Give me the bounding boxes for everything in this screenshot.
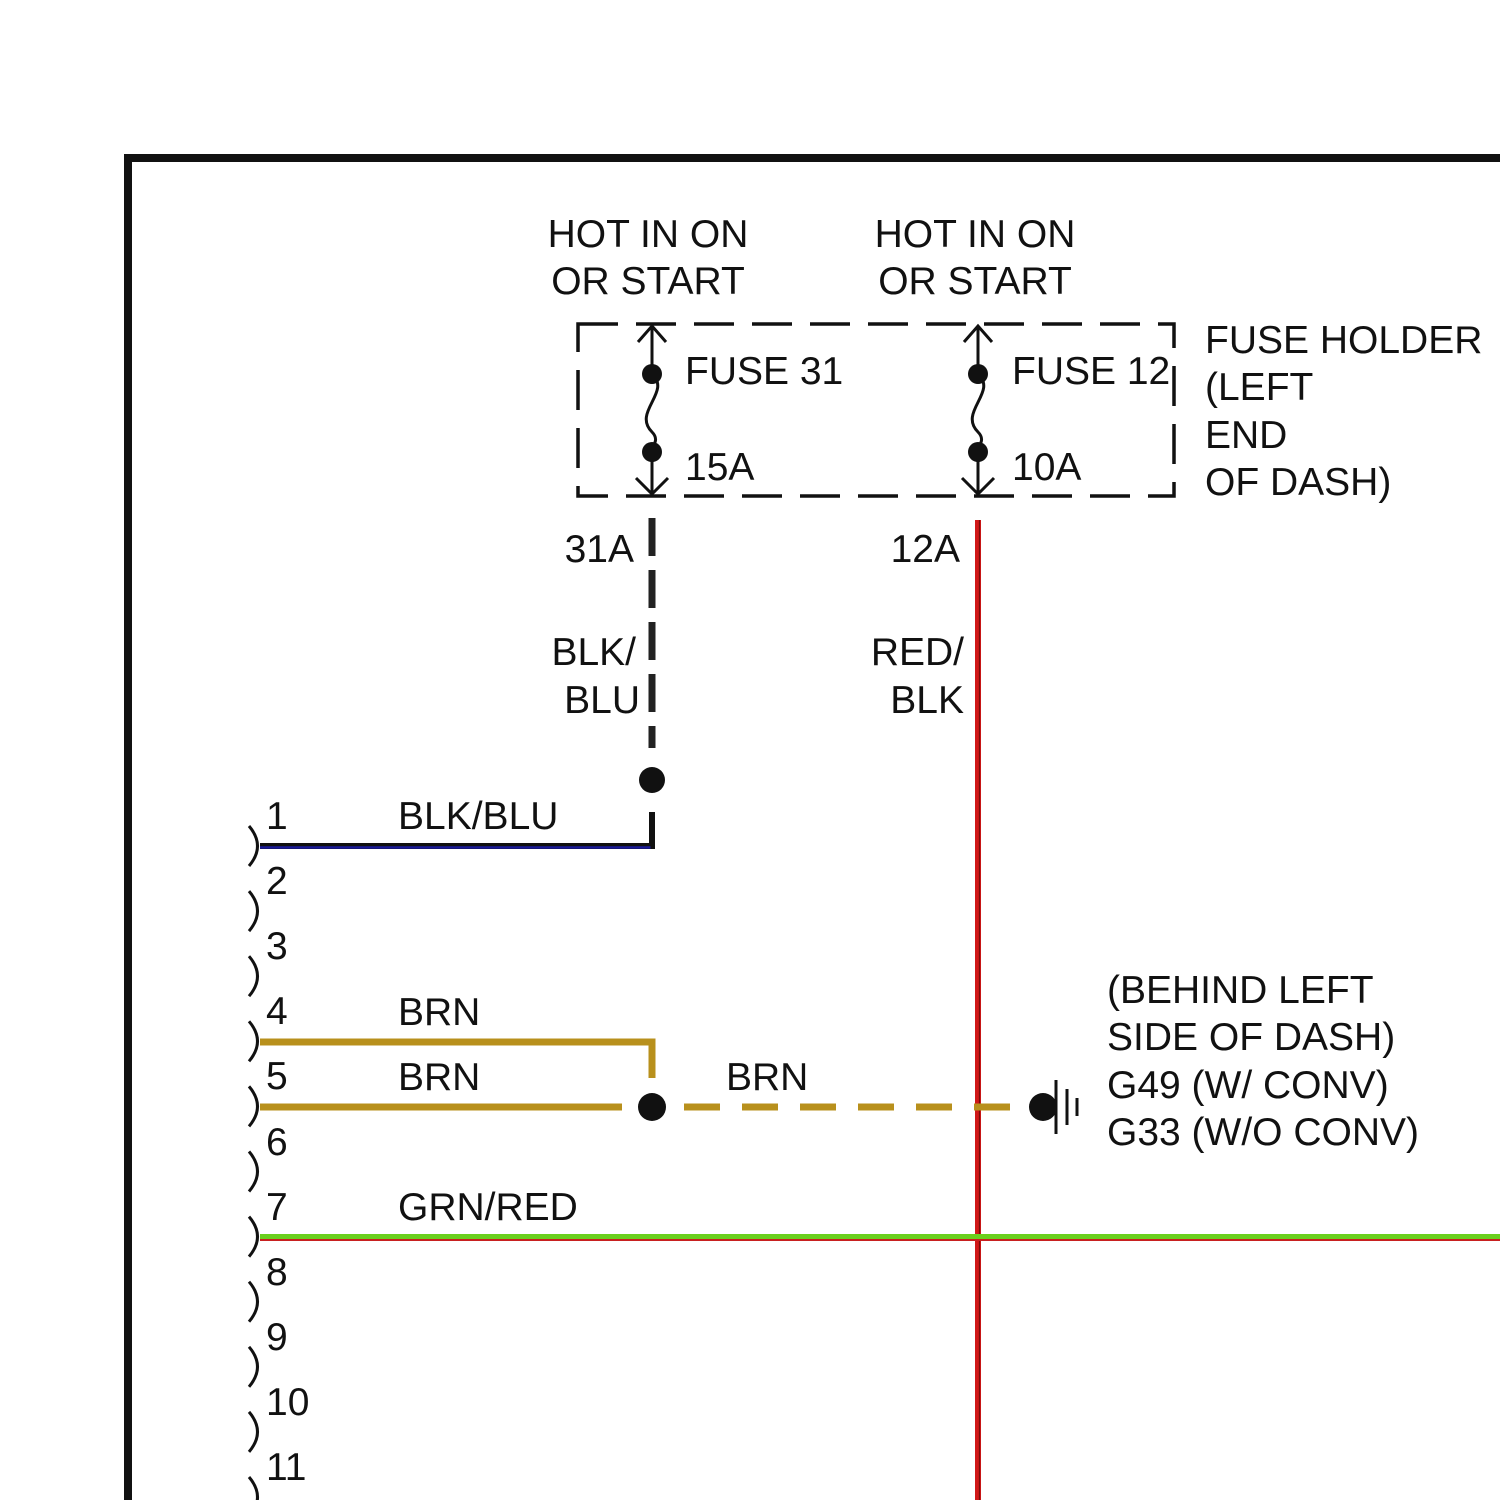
connector-pin-bracket <box>249 1282 258 1322</box>
connector-pin-bracket <box>249 1152 258 1192</box>
connector-pin-bracket <box>249 1347 258 1387</box>
circuit-31a-label: 31A <box>565 528 634 571</box>
fuse-31-terminal-top <box>642 364 662 384</box>
connector-pin-number: 3 <box>266 925 288 968</box>
circuit-31a-color-line2: BLU <box>564 679 640 722</box>
ground-point <box>1029 1093 1057 1121</box>
splice-31a <box>639 767 665 793</box>
power-source-fuse31-line1: HOT IN ON <box>548 213 749 256</box>
connector-pin-bracket <box>249 826 258 866</box>
splice-brn <box>638 1093 666 1121</box>
fuse-31-name: FUSE 31 <box>685 350 843 393</box>
fuse-holder-label-line4: OF DASH) <box>1205 461 1391 504</box>
circuit-12a-color-line1: RED/ <box>871 631 964 674</box>
connector-pin-bracket <box>249 1086 258 1126</box>
connector-pin-number: 8 <box>266 1251 288 1294</box>
connector-pin-number: 11 <box>266 1446 307 1489</box>
fuse-12-rating: 10A <box>1012 446 1081 489</box>
ground-label-line2: SIDE OF DASH) <box>1107 1016 1395 1059</box>
connector-pin-bracket <box>249 891 258 931</box>
connector: 1 2 3 4 5 6 7 8 9 10 11 <box>249 795 309 1500</box>
ground-label-line1: (BEHIND LEFT <box>1107 969 1374 1012</box>
connector-pin-number: 4 <box>266 990 288 1033</box>
circuit-12a-color-line2: BLK <box>890 679 964 722</box>
wire-pin1-label: BLK/BLU <box>398 795 558 838</box>
connector-pin-bracket <box>249 956 258 996</box>
connector-pin-number: 10 <box>266 1381 309 1424</box>
fuse-holder-label-line2: (LEFT <box>1205 366 1313 409</box>
wire-ground-label: BRN <box>726 1056 808 1099</box>
power-source-fuse31-line2: OR START <box>551 260 745 303</box>
fuse-holder-label-line3: END <box>1205 414 1287 457</box>
wire-pin7-label: GRN/RED <box>398 1186 578 1229</box>
connector-pin-number: 6 <box>266 1121 288 1164</box>
fuse-31-terminal-bottom <box>642 442 662 462</box>
connector-pin-number: 7 <box>266 1186 288 1229</box>
fuse-12-name: FUSE 12 <box>1012 350 1170 393</box>
power-source-fuse12-line1: HOT IN ON <box>875 213 1076 256</box>
wire-pin5-label: BRN <box>398 1056 480 1099</box>
fuse-12-terminal-top <box>968 364 988 384</box>
fuse-12-symbol <box>962 326 994 494</box>
connector-pin-number: 1 <box>266 795 288 838</box>
circuit-12a-label: 12A <box>891 528 960 571</box>
ground-label-line3: G49 (W/ CONV) <box>1107 1064 1389 1107</box>
ground-icon <box>1056 1080 1077 1134</box>
power-source-fuse12-line2: OR START <box>878 260 1072 303</box>
connector-pin-bracket <box>249 1021 258 1061</box>
connector-pin-number: 2 <box>266 860 288 903</box>
fuse-31-rating: 15A <box>685 446 754 489</box>
connector-pin-number: 5 <box>266 1055 288 1098</box>
connector-pin-number: 9 <box>266 1316 288 1359</box>
ground-label-line4: G33 (W/O CONV) <box>1107 1111 1419 1154</box>
connector-pin-bracket <box>249 1477 258 1500</box>
connector-pin-bracket <box>249 1217 258 1257</box>
connector-pin-bracket <box>249 1412 258 1452</box>
fuse-31-symbol <box>636 326 668 494</box>
wire-pin4-label: BRN <box>398 991 480 1034</box>
fuse-12-terminal-bottom <box>968 442 988 462</box>
fuse-holder-label-line1: FUSE HOLDER <box>1205 319 1482 362</box>
circuit-31a-color-line1: BLK/ <box>551 631 636 674</box>
